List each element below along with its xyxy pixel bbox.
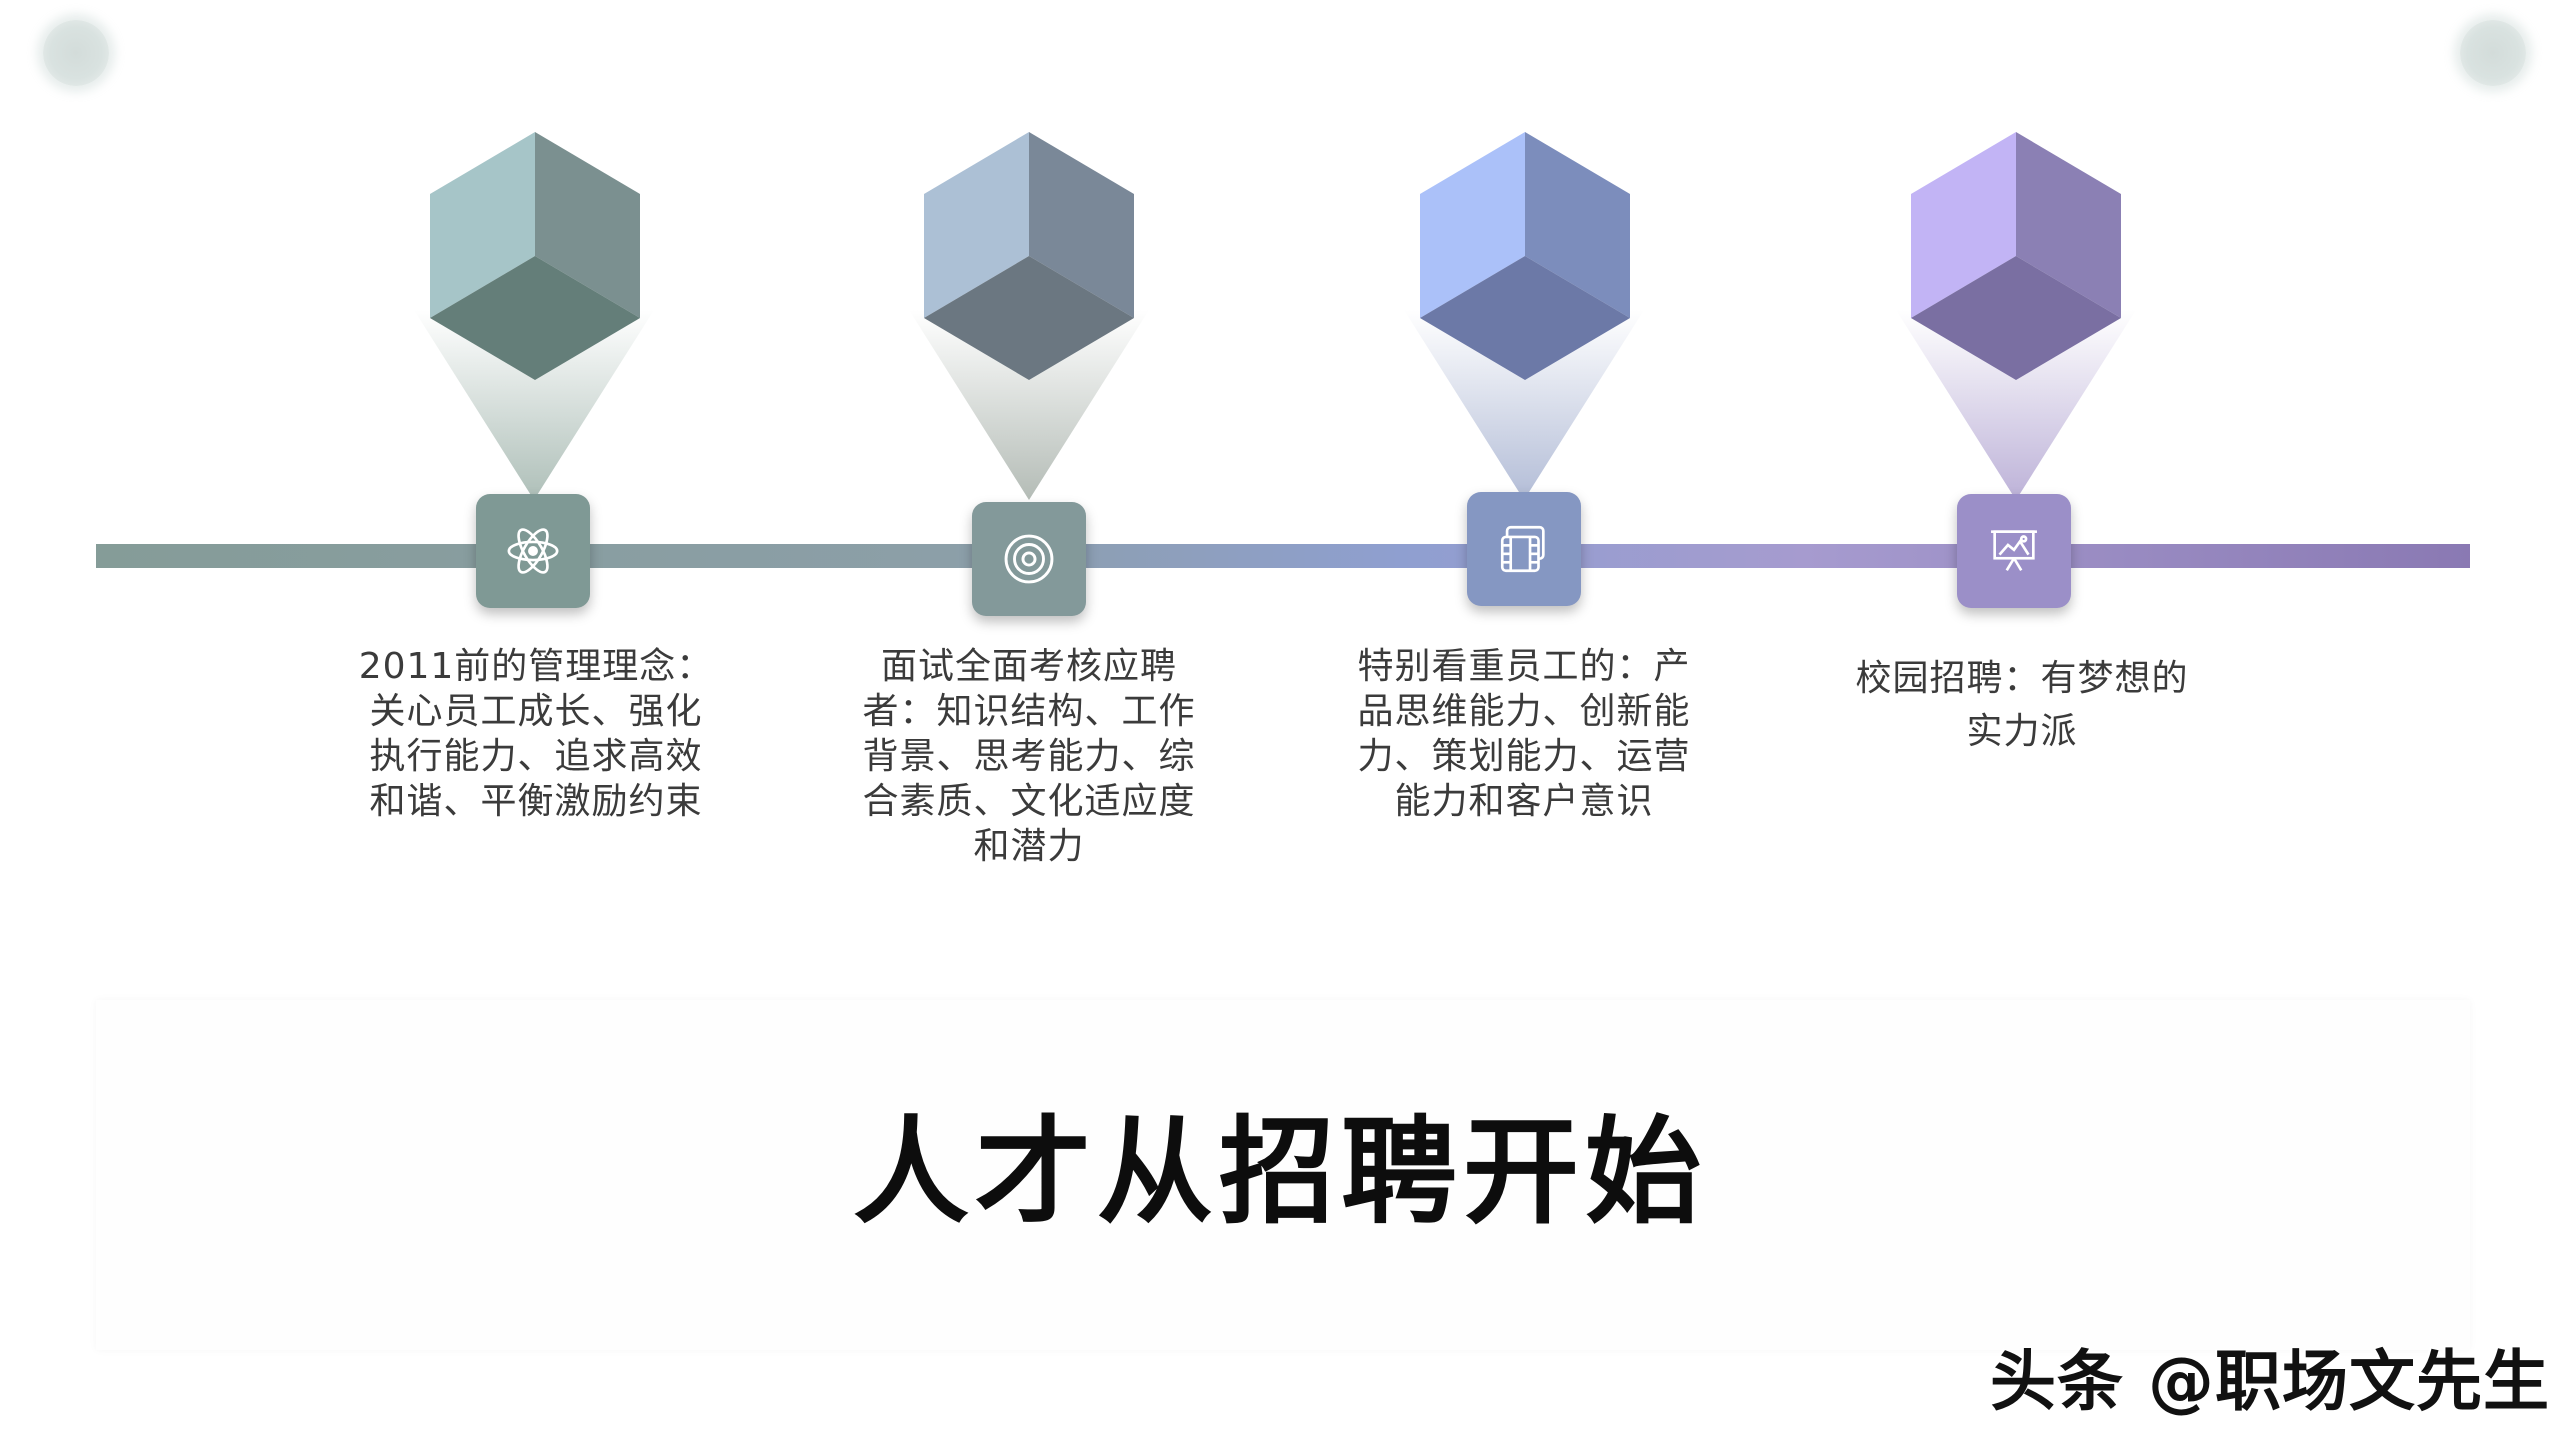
stage-1-text: 2011前的管理理念：关心员工成长、强化执行能力、追求高效和谐、平衡激励约束 (358, 646, 714, 822)
watermark-text: 头条 @职场文先生 (1990, 1343, 2550, 1420)
stage-4-text: 校园招聘：有梦想的实力派 (1855, 658, 2189, 752)
node-stage-1[interactable] (476, 494, 590, 608)
node-stage-4[interactable] (1957, 494, 2071, 608)
cube-stage-4 (1911, 132, 2121, 380)
film-icon (1500, 525, 1545, 573)
timeline-line (96, 544, 2470, 568)
node-stage-3[interactable] (1467, 492, 1581, 606)
stage-2-text: 面试全面考核应聘者：知识结构、工作背景、思考能力、综合素质、文化适应度和潜力 (862, 646, 1196, 867)
cube-stage-1 (430, 132, 640, 380)
target-icon (1004, 534, 1054, 584)
cube-stage-3 (1420, 132, 1630, 380)
decorative-circle-left (43, 20, 109, 86)
stage-3-text: 特别看重员工的：产品思维能力、创新能力、策划能力、运营能力和客户意识 (1357, 646, 1691, 822)
presentation-icon (1991, 530, 2037, 572)
atom-icon (507, 528, 559, 574)
title-panel (96, 1000, 2470, 1350)
node-stage-2[interactable] (972, 502, 1086, 616)
decorative-circle-right (2460, 20, 2526, 86)
cube-stage-2 (924, 132, 1134, 380)
main-title: 人才从招聘开始 (853, 1105, 1707, 1240)
